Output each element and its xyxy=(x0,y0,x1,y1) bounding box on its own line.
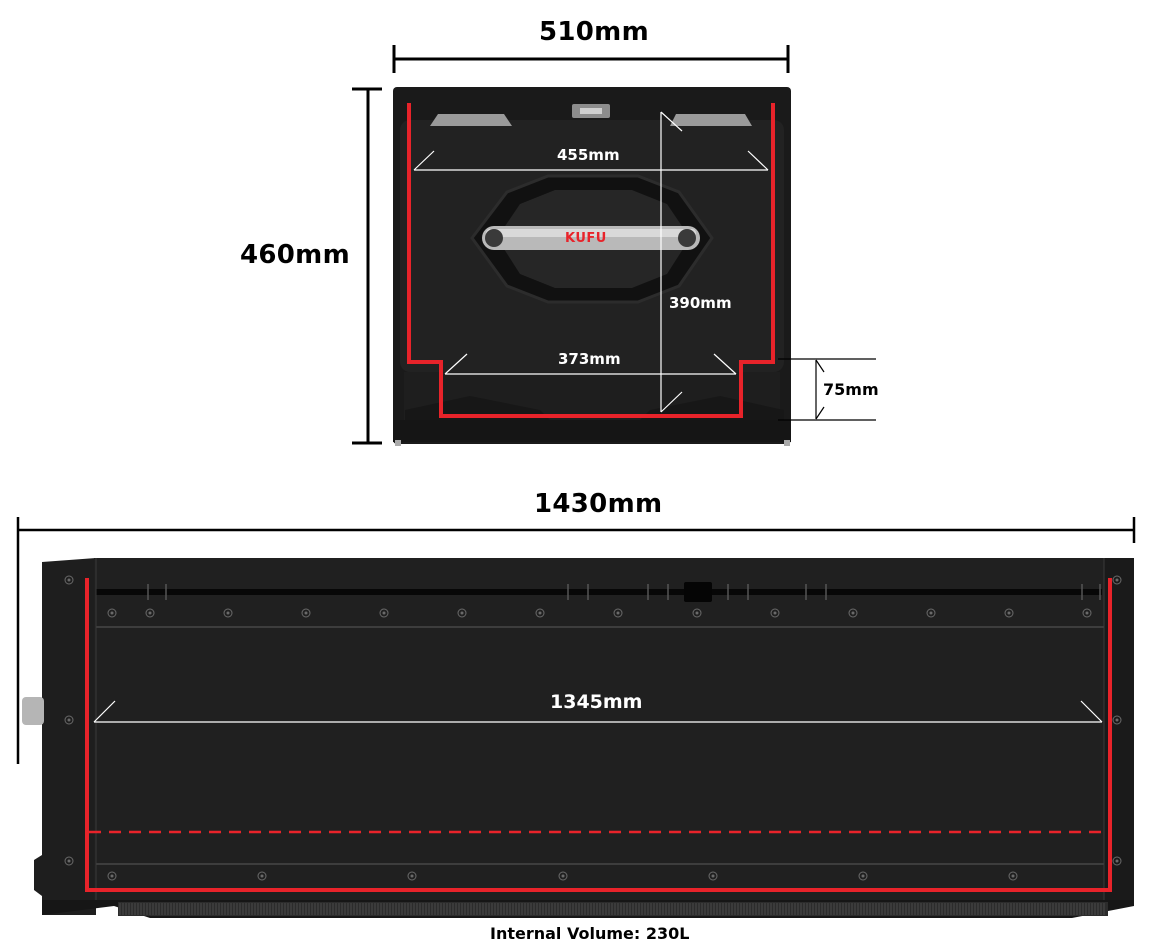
front-height-label: 460mm xyxy=(240,240,350,270)
top-rail xyxy=(96,589,1102,595)
handle-brand-logo: KUFU xyxy=(565,231,607,246)
side-internal-outline xyxy=(85,578,1112,892)
side-internal-measure xyxy=(93,700,1103,723)
screw-icon xyxy=(64,715,74,725)
side-length-dimension xyxy=(16,517,1136,764)
screw-icon xyxy=(1112,856,1122,866)
screw-icon xyxy=(926,608,936,618)
screw-icon xyxy=(848,608,858,618)
screw-icon xyxy=(1082,608,1092,618)
screw-icon xyxy=(558,871,568,881)
screw-row xyxy=(64,575,1122,881)
screw-icon xyxy=(1112,715,1122,725)
side-length-label: 1430mm xyxy=(534,489,663,519)
side-latch-icon xyxy=(22,697,44,725)
front-width-label: 510mm xyxy=(539,17,649,47)
screw-icon xyxy=(708,871,718,881)
screw-icon xyxy=(257,871,267,881)
step-height-label: 75mm xyxy=(823,380,879,399)
screw-icon xyxy=(107,871,117,881)
inner-height-label: 390mm xyxy=(669,294,732,312)
screw-icon xyxy=(1004,608,1014,618)
screw-icon xyxy=(613,608,623,618)
screw-icon xyxy=(64,856,74,866)
bottom-grip-teeth xyxy=(119,903,1105,915)
side-box xyxy=(22,558,1134,918)
left-latch-icon xyxy=(430,114,512,126)
screw-icon xyxy=(692,608,702,618)
screw-icon xyxy=(1008,871,1018,881)
screw-icon xyxy=(535,608,545,618)
screw-icon xyxy=(379,608,389,618)
front-width-dimension xyxy=(392,45,790,73)
front-internal-outline xyxy=(407,103,775,418)
screw-icon xyxy=(457,608,467,618)
internal-volume-label: Internal Volume: 230L xyxy=(490,924,690,943)
screw-icon xyxy=(858,871,868,881)
screw-icon xyxy=(407,871,417,881)
inner-length-label: 1345mm xyxy=(550,691,643,713)
rail-ticks xyxy=(147,584,1101,600)
front-box xyxy=(393,87,791,446)
screw-icon xyxy=(1112,575,1122,585)
inner-top-width-label: 455mm xyxy=(557,146,620,164)
front-internal-measures xyxy=(413,111,769,413)
right-latch-icon xyxy=(670,114,752,126)
screw-icon xyxy=(145,608,155,618)
screw-icon xyxy=(770,608,780,618)
screw-icon xyxy=(107,608,117,618)
inner-bottom-width-label: 373mm xyxy=(558,350,621,368)
screw-icon xyxy=(64,575,74,585)
screw-icon xyxy=(223,608,233,618)
screw-icon xyxy=(301,608,311,618)
step-height-dimension xyxy=(778,358,876,421)
front-height-dimension xyxy=(352,87,382,445)
